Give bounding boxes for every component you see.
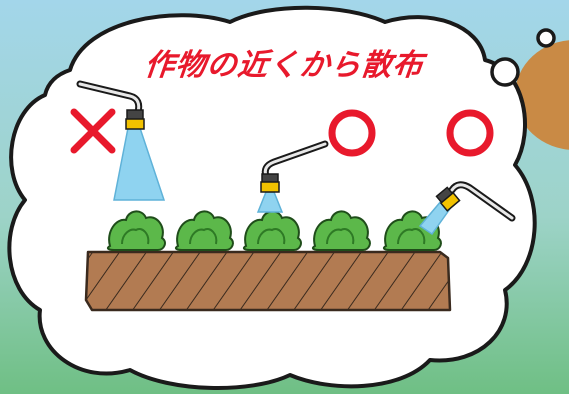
corner-patch xyxy=(515,40,569,150)
crop xyxy=(311,210,371,251)
spray-nozzle-near xyxy=(260,140,329,193)
crop xyxy=(242,210,302,251)
crop xyxy=(174,210,234,251)
crop xyxy=(106,210,166,251)
caption-title: 作物の近くから散布 xyxy=(142,48,426,83)
thought-dot-small xyxy=(536,28,556,48)
thought-dot-large xyxy=(490,57,520,87)
spray-nozzle-far xyxy=(76,80,145,130)
cross-icon xyxy=(70,108,116,154)
crop-row xyxy=(106,210,442,251)
soil-bed xyxy=(84,250,452,312)
circle-icon xyxy=(328,109,376,157)
circle-icon xyxy=(446,109,494,157)
spray-nozzle-angled xyxy=(435,181,516,222)
